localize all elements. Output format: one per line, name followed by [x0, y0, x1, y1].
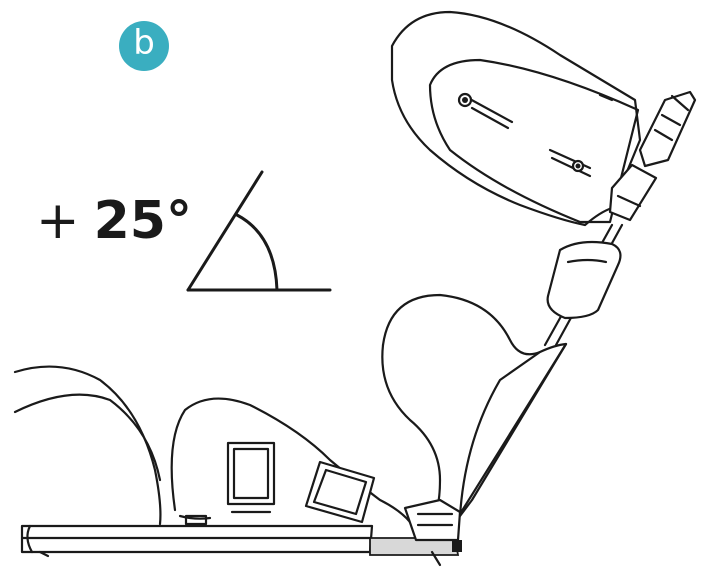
- seat-cushion-left: [13, 365, 212, 526]
- panel-badge: b: [119, 21, 169, 71]
- angle-sign: +: [36, 191, 80, 251]
- side-wing: [170, 397, 412, 524]
- headrest-adjuster: [608, 90, 697, 222]
- base-platform: [20, 524, 462, 567]
- shoulder-belt-guide: [546, 240, 622, 320]
- headrest: [390, 10, 642, 227]
- angle-symbol: [186, 170, 332, 292]
- seat-back-shell: [381, 293, 568, 524]
- recline-angle-label: +25°: [36, 195, 192, 247]
- angle-value: 25°: [93, 191, 192, 251]
- recline-latch: [403, 498, 462, 542]
